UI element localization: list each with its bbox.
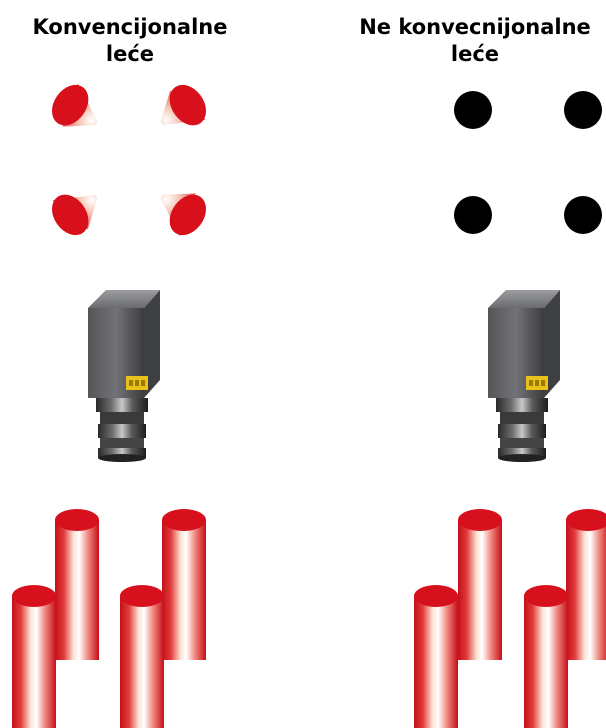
black-dot-icon [454,91,492,129]
red-cylinder-icon [55,509,99,660]
conventional-light-spots [44,77,214,243]
red-cylinder-icon [414,585,458,728]
red-cylinder-icon [12,585,56,728]
red-diverging-light-icon [44,77,110,142]
non-conventional-lens-title-line1: Ne konvecnijonalne [359,15,591,39]
red-cylinder-icon [566,509,606,660]
red-cylinder-icon [524,585,568,728]
conventional-target-cylinders [12,509,206,728]
red-cylinder-icon [458,509,502,660]
black-dot-icon [564,91,602,129]
conventional-lens-title-line1: Konvencijonalne [32,15,228,39]
red-diverging-light-icon [44,178,110,243]
industrial-camera-icon [88,290,160,462]
non-conventional-spots [454,91,602,234]
red-cylinder-icon [120,585,164,728]
red-diverging-light-icon [148,77,214,142]
non-conventional-lens-title-line2: leće [450,42,500,66]
red-diverging-light-icon [148,178,214,243]
industrial-camera-icon [488,290,560,462]
non-conventional-target-cylinders [414,509,606,728]
black-dot-icon [564,196,602,234]
conventional-lens-title-line2: leće [105,42,155,66]
conventional-lens-title: Konvencijonalne leće [10,14,250,68]
non-conventional-lens-title: Ne konvecnijonalne leće [344,14,606,68]
red-cylinder-icon [162,509,206,660]
black-dot-icon [454,196,492,234]
